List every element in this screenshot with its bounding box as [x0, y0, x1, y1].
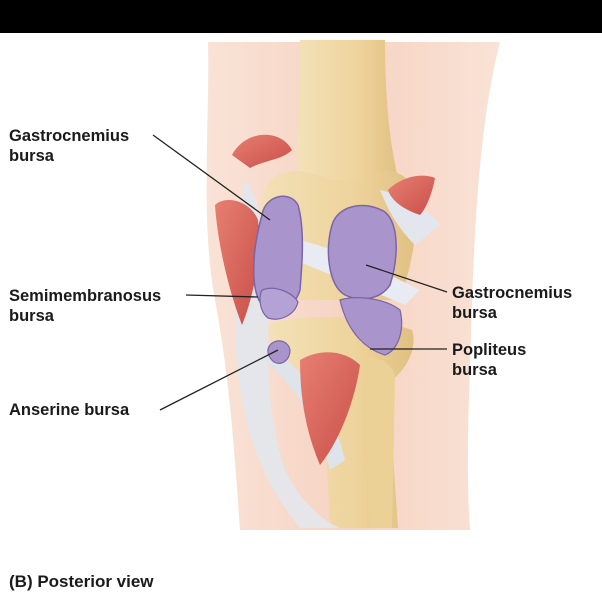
- femur: [297, 40, 400, 185]
- label-line: Semimembranosus: [9, 287, 162, 305]
- label-gastrocnemius-bursa-right: Gastrocnemius bursa: [452, 283, 572, 323]
- leader-gastrocnemius-right: [365, 264, 448, 293]
- label-line: bursa: [452, 361, 497, 379]
- top-black-band: [0, 0, 602, 33]
- leader-anserine: [159, 349, 279, 411]
- semimembranosus-muscle: [215, 200, 259, 325]
- label-semimembranosus-bursa: Semimembranosus bursa: [9, 286, 161, 326]
- popliteus-muscle: [300, 352, 360, 465]
- anserine-bursa: [267, 340, 291, 364]
- gastrocnemius-bursa-medial: [253, 195, 304, 312]
- fibula: [362, 358, 395, 528]
- label-line: Gastrocnemius: [9, 127, 130, 145]
- label-line: Anserine bursa: [9, 401, 130, 419]
- label-popliteus-bursa: Popliteus bursa: [452, 340, 526, 380]
- label-line: Gastrocnemius: [452, 284, 573, 302]
- gastrocnemius-lateral-muscle: [388, 175, 435, 215]
- leader-gastrocnemius-left: [152, 134, 271, 221]
- gastrocnemius-medial-muscle: [232, 134, 292, 168]
- figure-caption: (B) Posterior view: [9, 572, 154, 591]
- label-anserine-bursa: Anserine bursa: [9, 400, 129, 420]
- label-line: bursa: [9, 307, 54, 325]
- ligament-right: [380, 190, 440, 245]
- lateral-bursa-lower: [339, 297, 403, 356]
- label-line: bursa: [9, 147, 54, 165]
- label-line: bursa: [452, 304, 497, 322]
- leader-lines: [152, 134, 448, 411]
- label-gastrocnemius-bursa-left: Gastrocnemius bursa: [9, 126, 129, 166]
- label-line: Popliteus: [452, 341, 527, 359]
- semimembranosus-bursa: [259, 287, 299, 320]
- leader-semimembranosus: [185, 294, 259, 298]
- gastrocnemius-bursa-lateral: [327, 204, 397, 300]
